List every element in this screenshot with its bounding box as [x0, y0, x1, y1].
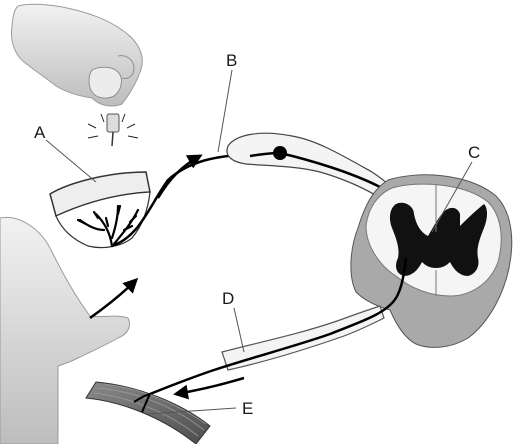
label-b: B — [226, 51, 237, 70]
dorsal-root-ganglion — [227, 133, 398, 204]
arrow-leg-up — [90, 280, 136, 318]
arrow-sensory-up — [158, 156, 200, 198]
label-e: E — [242, 399, 253, 418]
label-a: A — [34, 123, 46, 142]
leg-illustration — [0, 217, 130, 444]
label-d: D — [222, 289, 234, 308]
pin-icon — [107, 114, 119, 132]
label-c: C — [468, 143, 480, 162]
skin-section — [50, 172, 150, 248]
cell-body-dot — [273, 146, 287, 160]
hand-illustration — [12, 4, 143, 146]
